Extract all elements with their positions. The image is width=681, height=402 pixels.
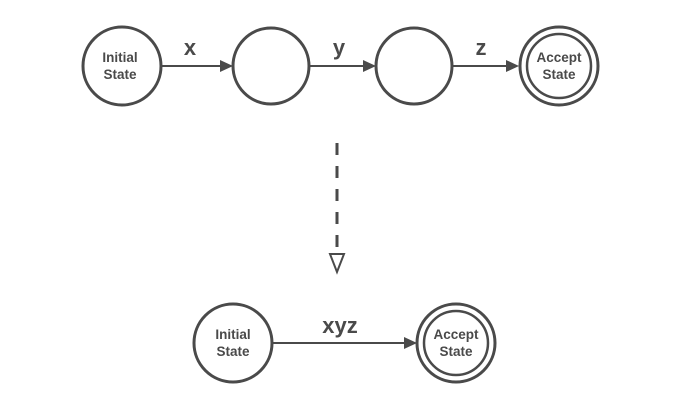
- accept-inner-ring: [422, 309, 490, 377]
- transition-label: y: [333, 35, 346, 60]
- bottom-transition-xyz: xyz: [272, 313, 417, 349]
- transition-label: x: [184, 35, 197, 60]
- state-label-line1: Accept: [536, 50, 582, 65]
- top-transition-x: x: [161, 35, 233, 72]
- top-transition-z: z: [452, 35, 519, 72]
- bottom-accept-state: Accept State: [415, 302, 497, 384]
- state-label-line1: Initial: [215, 327, 250, 342]
- top-intermediate-state-2: [374, 26, 454, 106]
- transition-label: xyz: [322, 313, 357, 338]
- state-label-line2: State: [439, 344, 473, 359]
- state-circle: [518, 25, 600, 107]
- top-accept-state: Accept State: [518, 25, 600, 107]
- state-label-line1: Accept: [433, 327, 479, 342]
- state-circle: [81, 25, 163, 107]
- transition-label: z: [476, 35, 487, 60]
- top-intermediate-state-1: [231, 26, 311, 106]
- arrowhead: [363, 60, 376, 72]
- hollow-arrowhead: [328, 253, 346, 275]
- state-circle: [374, 26, 454, 106]
- arrowhead: [404, 337, 417, 349]
- arrowhead: [220, 60, 233, 72]
- state-label-line2: State: [216, 344, 250, 359]
- state-circle: [415, 302, 497, 384]
- arrowhead: [506, 60, 519, 72]
- state-label-line1: Initial: [102, 50, 137, 65]
- bottom-automaton: Initial State xyz Accept State: [192, 302, 497, 384]
- bottom-initial-state: Initial State: [192, 302, 274, 384]
- transformation-arrow: [328, 143, 346, 275]
- top-initial-state: Initial State: [81, 25, 163, 107]
- state-circle: [192, 302, 274, 384]
- top-automaton: Initial State x y z: [81, 25, 600, 107]
- state-label-line2: State: [542, 67, 576, 82]
- accept-inner-ring: [525, 32, 593, 100]
- top-transition-y: y: [309, 35, 376, 72]
- state-label-line2: State: [103, 67, 137, 82]
- state-circle: [231, 26, 311, 106]
